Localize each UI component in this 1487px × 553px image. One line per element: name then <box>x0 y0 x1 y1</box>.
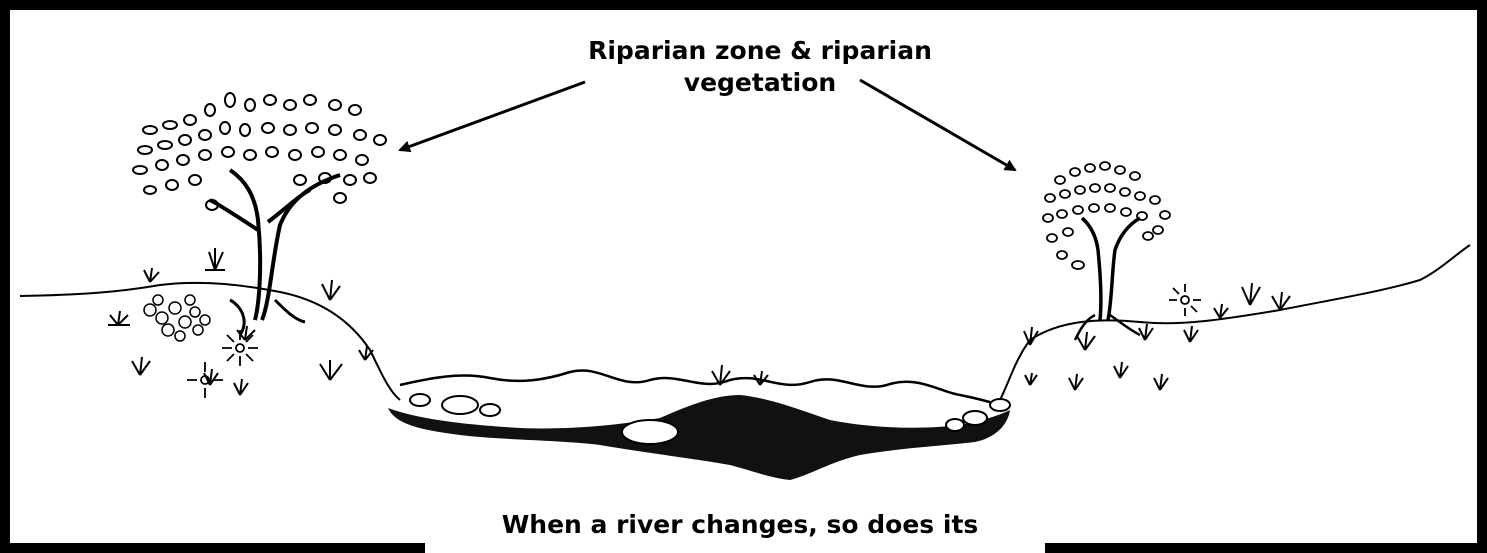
right-tree-icon <box>1043 162 1170 340</box>
right-bank-line <box>1000 245 1470 400</box>
pebble-cluster <box>144 295 210 341</box>
water-surface-line <box>400 370 1000 405</box>
riparian-title-line1: Riparian zone & riparian <box>520 36 1000 65</box>
flower-icon <box>187 284 1201 398</box>
riparian-title-line2: vegetation <box>520 68 1000 97</box>
left-tree-icon <box>133 93 386 335</box>
footer-caption: When a river changes, so does its <box>420 510 1060 539</box>
